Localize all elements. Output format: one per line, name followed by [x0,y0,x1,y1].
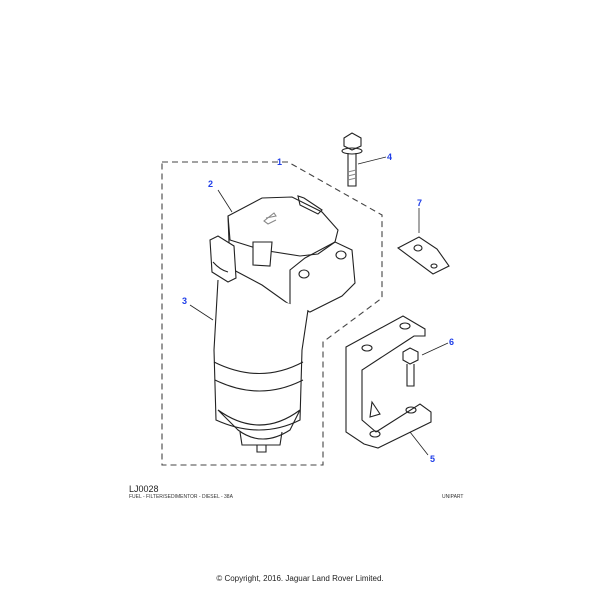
bolt-6 [402,347,419,387]
callout-2[interactable]: 2 [208,179,214,189]
bolt-4 [341,132,363,187]
gasket-7 [396,236,450,275]
callout-3[interactable]: 3 [182,296,188,306]
copyright: © Copyright, 2016. Jaguar Land Rover Lim… [216,574,384,583]
callout-5[interactable]: 5 [430,454,436,464]
assembly-boundary [161,161,383,466]
diagram-description: FUEL - FILTER/SEDIMENTOR - DIESEL - 38A [129,494,233,500]
diagram-code: LJ0028 [129,484,159,494]
callout-6[interactable]: 6 [449,337,455,347]
bracket-5 [345,315,432,449]
brand-label: UNIPART [442,494,464,500]
filter-head [209,195,356,313]
callout-4[interactable]: 4 [387,152,393,162]
filter-element [213,279,309,453]
leader-lines [189,156,449,456]
callout-1[interactable]: 1 [277,157,283,167]
callout-7[interactable]: 7 [417,198,423,208]
